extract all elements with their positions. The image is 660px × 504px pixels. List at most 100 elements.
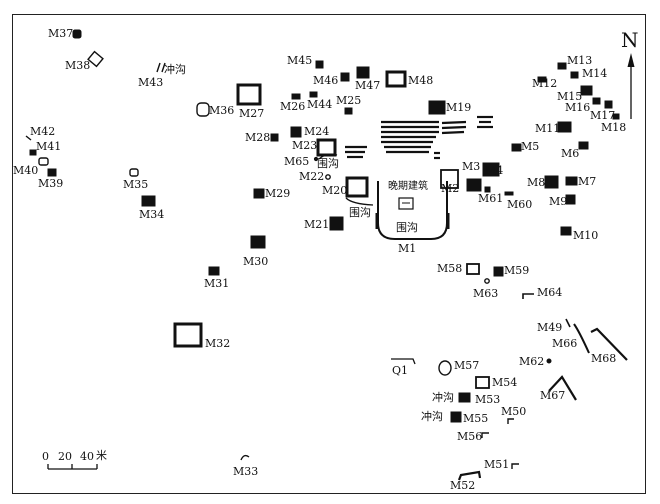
tomb-M21 xyxy=(329,216,344,231)
label-M45: M45 xyxy=(287,54,313,67)
tomb-M26 xyxy=(291,93,301,100)
north-label: N xyxy=(621,28,639,52)
label-M44: M44 xyxy=(307,98,333,111)
tomb-M39 xyxy=(47,168,57,177)
tomb-M31 xyxy=(208,266,220,276)
label-M21: M21 xyxy=(304,218,330,231)
label-M56: M56 xyxy=(457,430,483,443)
label-M66: M66 xyxy=(552,337,578,350)
scale-bar xyxy=(47,464,98,470)
label-Q1: Q1 xyxy=(392,364,409,377)
label-M17: M17 xyxy=(590,109,616,122)
tomb-M61 xyxy=(484,186,491,193)
tomb-M18 xyxy=(612,113,620,120)
tomb-M46 xyxy=(340,72,350,82)
tomb-M60 xyxy=(504,191,514,196)
tomb-M22 xyxy=(325,174,331,180)
label-M58: M58 xyxy=(437,262,463,275)
label-M9: M9 xyxy=(549,195,568,208)
label-M40: M40 xyxy=(13,164,39,177)
tomb-M10 xyxy=(560,226,572,236)
tomb-M9 xyxy=(565,194,576,205)
label-M19: M19 xyxy=(446,101,472,114)
map-frame xyxy=(12,14,646,494)
tomb-M48 xyxy=(385,70,407,88)
label-M51: M51 xyxy=(484,458,510,471)
tomb-M13 xyxy=(557,62,567,70)
label-M10: M10 xyxy=(573,229,599,242)
label-M46: M46 xyxy=(313,74,339,87)
label-M24: M24 xyxy=(304,125,330,138)
tomb-M64 xyxy=(522,293,534,299)
tomb-M2 xyxy=(440,169,459,189)
label-M28: M28 xyxy=(245,131,271,144)
tomb-M11 xyxy=(557,121,572,133)
tomb-M32 xyxy=(173,322,203,348)
label-M61: M61 xyxy=(478,192,504,205)
tomb-M43 xyxy=(156,62,166,73)
label-M47: M47 xyxy=(355,79,381,92)
label-M25: M25 xyxy=(336,94,362,107)
weigou-label-1: 围沟 xyxy=(317,157,339,170)
tomb-M29 xyxy=(253,188,265,199)
label-M15: M15 xyxy=(557,90,583,103)
label-M65: M65 xyxy=(284,155,310,168)
label-M50: M50 xyxy=(501,405,527,418)
scale-tick-20: 20 xyxy=(58,450,72,463)
label-M39: M39 xyxy=(38,177,64,190)
label-M48: M48 xyxy=(408,74,434,87)
tomb-M51 xyxy=(511,463,519,469)
tomb-M35 xyxy=(129,168,139,177)
scale-tick-0: 0 xyxy=(42,450,49,463)
scale-tick-40: 40 xyxy=(80,450,94,463)
label-M34: M34 xyxy=(139,208,165,221)
label-M23: M23 xyxy=(292,139,318,152)
weigou-label-3: 围沟 xyxy=(396,221,418,234)
tomb-M7 xyxy=(565,176,578,186)
label-M57: M57 xyxy=(454,359,480,372)
label-M37: M37 xyxy=(48,27,74,40)
label-M49: M49 xyxy=(537,321,563,334)
tomb-M42 xyxy=(25,135,32,141)
label-M33: M33 xyxy=(233,465,259,478)
tomb-M19 xyxy=(428,100,446,115)
label-M67: M67 xyxy=(540,389,566,402)
label-M3: M3 xyxy=(462,160,481,173)
tomb-M17 xyxy=(604,100,613,109)
tomb-M36 xyxy=(196,102,210,117)
label-M18: M18 xyxy=(601,121,627,134)
tomb-M67 xyxy=(548,375,577,401)
tomb-M62 xyxy=(546,358,552,364)
label-M55: M55 xyxy=(463,412,489,425)
tomb-M58 xyxy=(466,263,480,275)
tomb-M63 xyxy=(484,278,490,284)
tomb-M41 xyxy=(38,157,49,166)
label-M31: M31 xyxy=(204,277,230,290)
label-M68: M68 xyxy=(591,352,617,365)
label-M27: M27 xyxy=(239,107,265,120)
label-M29: M29 xyxy=(265,187,291,200)
tomb-M33 xyxy=(240,454,250,461)
label-M38: M38 xyxy=(65,59,91,72)
label-M60: M60 xyxy=(507,198,533,211)
label-M14: M14 xyxy=(582,67,608,80)
tomb-M47 xyxy=(356,66,370,79)
tomb-M1 xyxy=(375,181,450,240)
tomb-M28 xyxy=(270,133,279,142)
label-M11: M11 xyxy=(535,122,561,135)
label-M16: M16 xyxy=(565,101,591,114)
tomb-M57 xyxy=(438,360,452,376)
tomb-M45 xyxy=(315,60,324,69)
label-M7: M7 xyxy=(578,175,597,188)
tomb-M66 xyxy=(573,323,590,354)
tomb-M38 xyxy=(87,50,104,68)
tomb-M20 xyxy=(345,176,369,198)
label-M1: M1 xyxy=(398,242,417,255)
tomb-M25 xyxy=(344,107,353,115)
label-M13: M13 xyxy=(567,54,593,67)
tomb-M15 xyxy=(580,85,593,96)
tomb-M16 xyxy=(592,97,601,105)
feature-Q1 xyxy=(391,358,416,365)
tomb-M56 xyxy=(481,432,489,438)
label-M4: M4 xyxy=(485,164,504,177)
